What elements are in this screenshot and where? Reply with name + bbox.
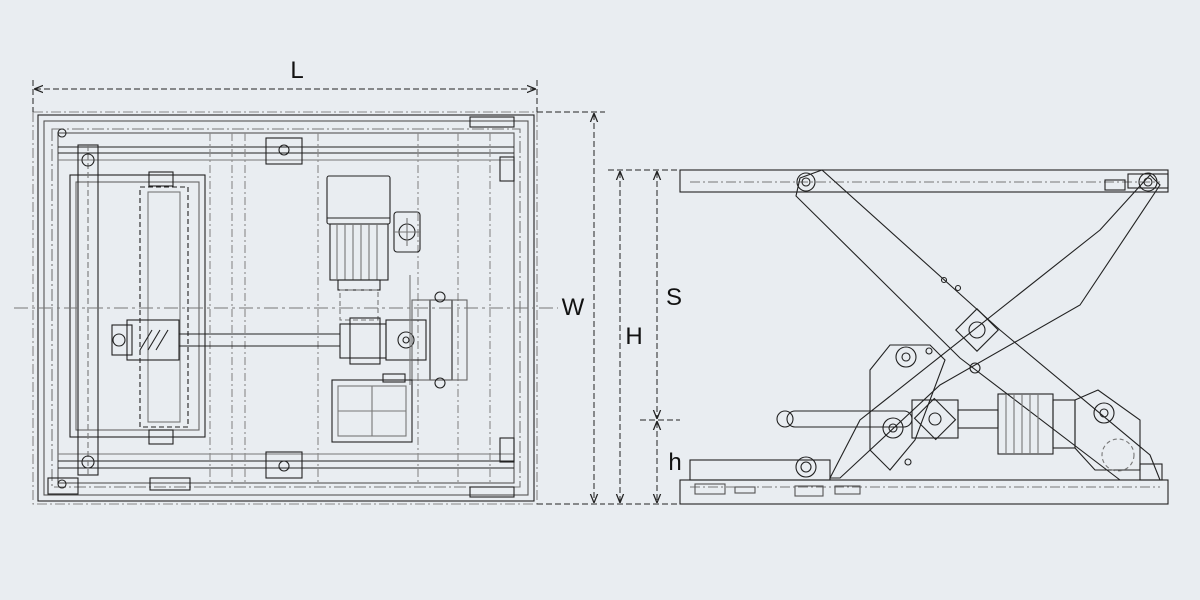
- dimension-width-label: W: [562, 294, 585, 321]
- scissor-arm-1: [795, 169, 1161, 481]
- screw-actuator: [776, 389, 1141, 472]
- base-frame: [679, 479, 1169, 505]
- dimension-length-label: L: [290, 57, 303, 84]
- dimension-width: [537, 111, 605, 505]
- side-dimensions: [608, 169, 680, 505]
- hidden-lines: [209, 133, 491, 483]
- dimension-height-label: H: [625, 323, 642, 350]
- lifting-bracket: [869, 344, 946, 471]
- pivot-joints: [795, 172, 1158, 478]
- gearbox: [339, 275, 468, 389]
- control-box: [331, 373, 413, 443]
- drive-shaft: [111, 319, 340, 361]
- dimension-lowered-height-label: h: [668, 449, 681, 476]
- base-fittings: [694, 483, 861, 497]
- mounting-brackets: [47, 116, 515, 498]
- plan-view: [14, 111, 558, 505]
- roller-assembly: [69, 144, 206, 476]
- drive-motor: [326, 175, 421, 321]
- top-platform: [679, 169, 1169, 193]
- dimension-stroke-label: S: [666, 284, 682, 311]
- dimension-length: [32, 80, 538, 112]
- side-view: [679, 169, 1169, 505]
- scissor-arm-2: [829, 174, 1161, 479]
- plan-outer-frame: [32, 111, 538, 505]
